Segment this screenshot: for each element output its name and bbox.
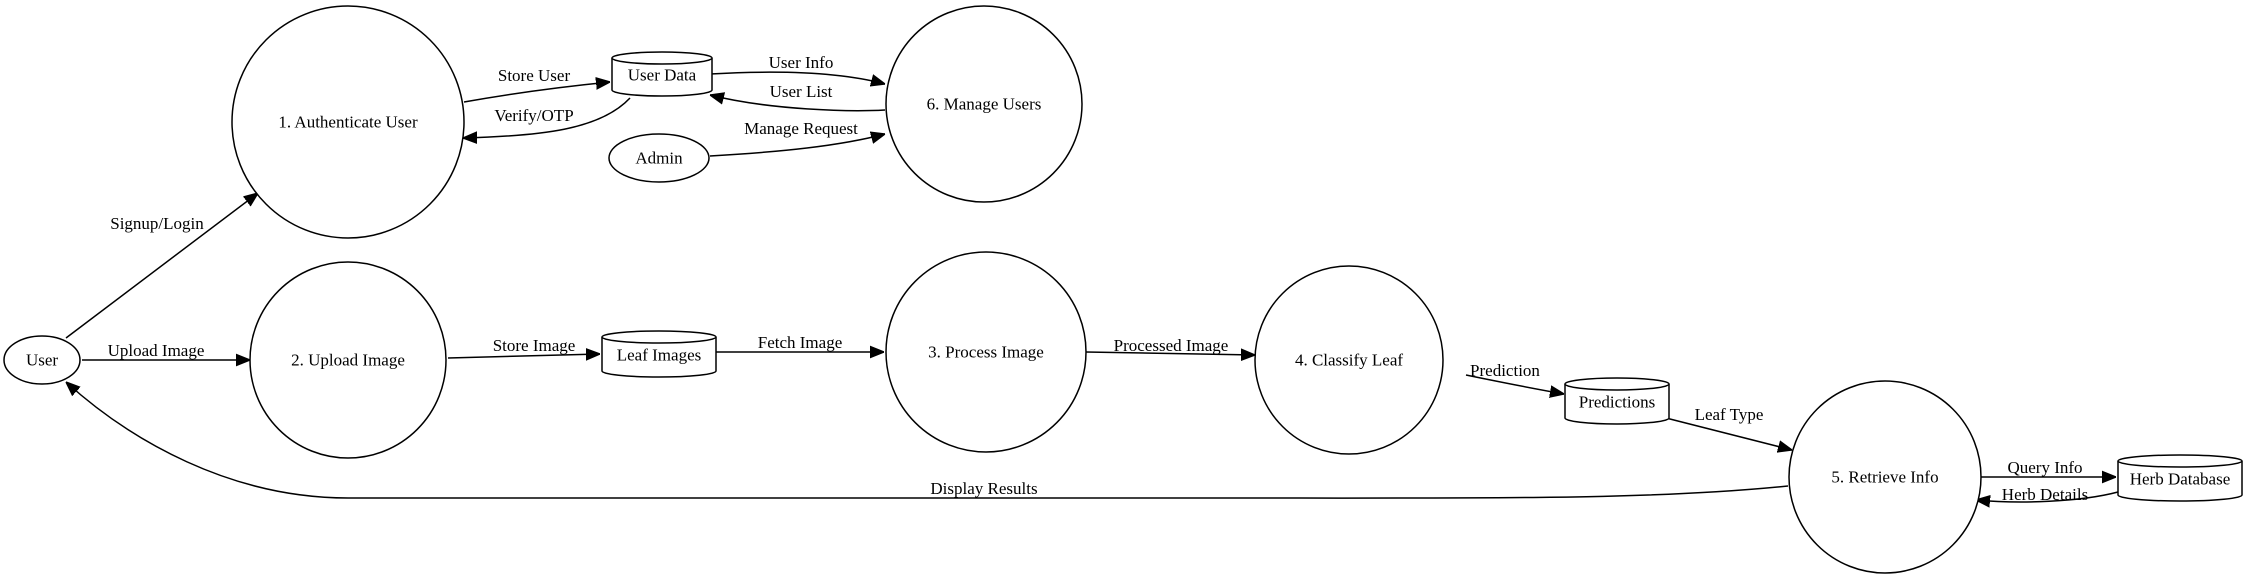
- label-manage-request: Manage Request: [744, 119, 858, 138]
- datastore-leaf-images: Leaf Images: [601, 330, 717, 378]
- label-signup-login: Signup/Login: [110, 214, 204, 233]
- edge-processed-image: [1085, 352, 1255, 355]
- edge-signup-login: [65, 193, 258, 339]
- process-4-label: 4. Classify Leaf: [1295, 351, 1403, 370]
- process-5-label: 5. Retrieve Info: [1831, 468, 1938, 487]
- label-prediction: Prediction: [1470, 361, 1540, 380]
- edge-prediction: [1465, 374, 1564, 394]
- label-fetch-image: Fetch Image: [758, 333, 843, 352]
- edge-display-results: [66, 382, 1789, 499]
- label-user-list: User List: [770, 82, 833, 101]
- process-3-label: 3. Process Image: [928, 343, 1044, 362]
- label-processed-image: Processed Image: [1114, 336, 1229, 355]
- label-upload-image: Upload Image: [108, 341, 205, 360]
- edge-verify-otp: [463, 97, 631, 138]
- label-leaf-type: Leaf Type: [1695, 405, 1764, 424]
- process-upload-image: 2. Upload Image: [249, 261, 447, 459]
- edge-labels: Signup/Login Upload Image Store User Ver…: [108, 53, 2089, 504]
- edges: [65, 71, 2119, 502]
- label-herb-details: Herb Details: [2002, 485, 2088, 504]
- label-query-info: Query Info: [2007, 458, 2082, 477]
- entity-admin-label: Admin: [635, 149, 683, 168]
- datastore-herb-database: Herb Database: [2117, 454, 2243, 502]
- datastore-herb-database-label: Herb Database: [2130, 470, 2231, 489]
- label-verify-otp: Verify/OTP: [494, 106, 573, 125]
- label-display-results: Display Results: [930, 479, 1037, 498]
- edge-store-user: [463, 82, 610, 103]
- datastore-predictions: Predictions: [1564, 377, 1670, 425]
- process-manage-users: 6. Manage Users: [885, 5, 1083, 203]
- label-user-info: User Info: [769, 53, 834, 72]
- edge-store-image: [447, 354, 600, 358]
- external-entity-admin: Admin: [608, 133, 710, 183]
- edge-user-info: [709, 71, 885, 84]
- process-classify-leaf: 4. Classify Leaf: [1254, 265, 1444, 455]
- process-retrieve-info: 5. Retrieve Info: [1788, 380, 1982, 574]
- edge-herb-details: [1976, 491, 2119, 502]
- process-1-label: 1. Authenticate User: [278, 113, 418, 132]
- datastore-user-data-label: User Data: [628, 66, 697, 85]
- edge-leaf-type: [1665, 417, 1792, 450]
- entity-user-label: User: [26, 351, 58, 370]
- datastore-leaf-images-label: Leaf Images: [617, 346, 701, 365]
- label-store-user: Store User: [498, 66, 571, 85]
- datastore-predictions-label: Predictions: [1579, 393, 1656, 412]
- process-6-label: 6. Manage Users: [927, 95, 1042, 114]
- edge-user-list: [710, 95, 886, 112]
- process-2-label: 2. Upload Image: [291, 351, 405, 370]
- external-entity-user: User: [3, 335, 81, 385]
- label-store-image: Store Image: [493, 336, 576, 355]
- process-authenticate-user: 1. Authenticate User: [231, 5, 465, 239]
- process-process-image: 3. Process Image: [885, 251, 1087, 453]
- edge-manage-request: [709, 134, 885, 157]
- datastore-user-data: User Data: [611, 51, 713, 97]
